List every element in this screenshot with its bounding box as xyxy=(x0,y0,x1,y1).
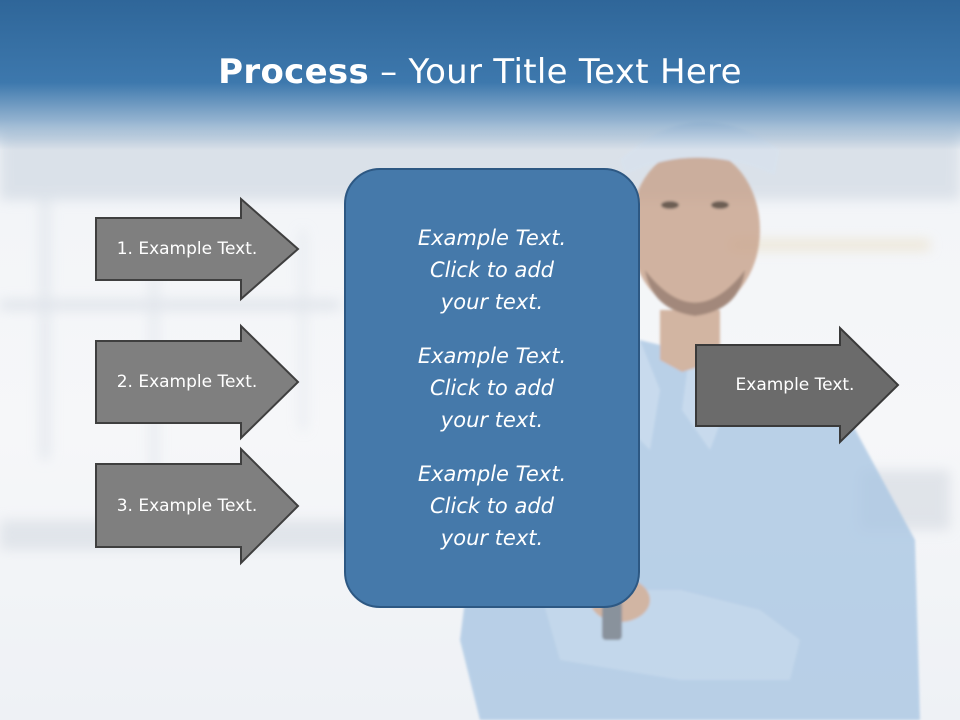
left-arrow-1: 1. Example Text. xyxy=(95,196,300,302)
left-arrow-2-label: 2. Example Text. xyxy=(116,372,258,392)
left-arrow-3-label: 3. Example Text. xyxy=(116,496,258,516)
left-arrow-1-label: 1. Example Text. xyxy=(116,239,258,259)
center-text-block-2[interactable]: Example Text. Click to add your text. xyxy=(417,344,567,432)
left-arrow-3: 3. Example Text. xyxy=(95,446,300,566)
title-bar xyxy=(0,0,960,150)
slide-title: Process – Your Title Text Here xyxy=(0,52,960,92)
right-arrow: Example Text. xyxy=(695,325,900,445)
center-text-block-3[interactable]: Example Text. Click to add your text. xyxy=(417,462,567,550)
center-text-box[interactable]: Example Text. Click to add your text. Ex… xyxy=(344,168,640,608)
title-bold: Process xyxy=(218,52,370,92)
center-text-block-1[interactable]: Example Text. Click to add your text. xyxy=(417,226,567,314)
left-arrow-2: 2. Example Text. xyxy=(95,323,300,441)
title-rest: – Your Title Text Here xyxy=(369,52,742,92)
right-arrow-label: Example Text. xyxy=(735,375,855,395)
